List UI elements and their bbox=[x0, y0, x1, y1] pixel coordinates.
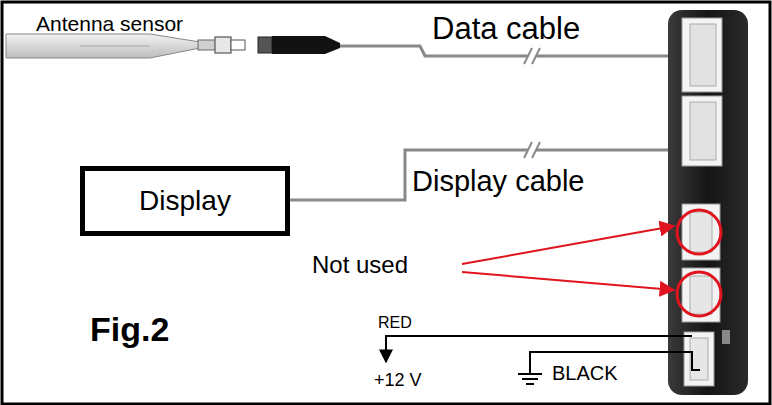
data-plug bbox=[258, 36, 340, 54]
voltage-label: +12 V bbox=[374, 371, 422, 391]
cable-name: Display cable bbox=[412, 166, 584, 198]
not-used-mark bbox=[677, 210, 721, 254]
wire-color: BLACK bbox=[552, 362, 618, 384]
antenna-sensor bbox=[6, 34, 245, 58]
figure-number: Fig.2 bbox=[90, 311, 169, 348]
data-cable bbox=[340, 46, 528, 56]
leader-arrow bbox=[462, 272, 674, 290]
not-used-mark bbox=[677, 272, 721, 316]
wire-color: RED bbox=[378, 314, 412, 332]
part-name: Antenna sensor bbox=[36, 12, 183, 35]
ground-symbol bbox=[518, 374, 542, 384]
note-text: Not used bbox=[312, 252, 408, 278]
supply-arrow bbox=[385, 336, 387, 362]
leader-arrow bbox=[462, 226, 674, 264]
display-box: Display bbox=[80, 166, 290, 236]
cable-name: Data cable bbox=[432, 12, 580, 46]
controller-unit bbox=[668, 10, 748, 395]
box-label: Display bbox=[139, 186, 231, 217]
red-wire bbox=[385, 335, 692, 337]
